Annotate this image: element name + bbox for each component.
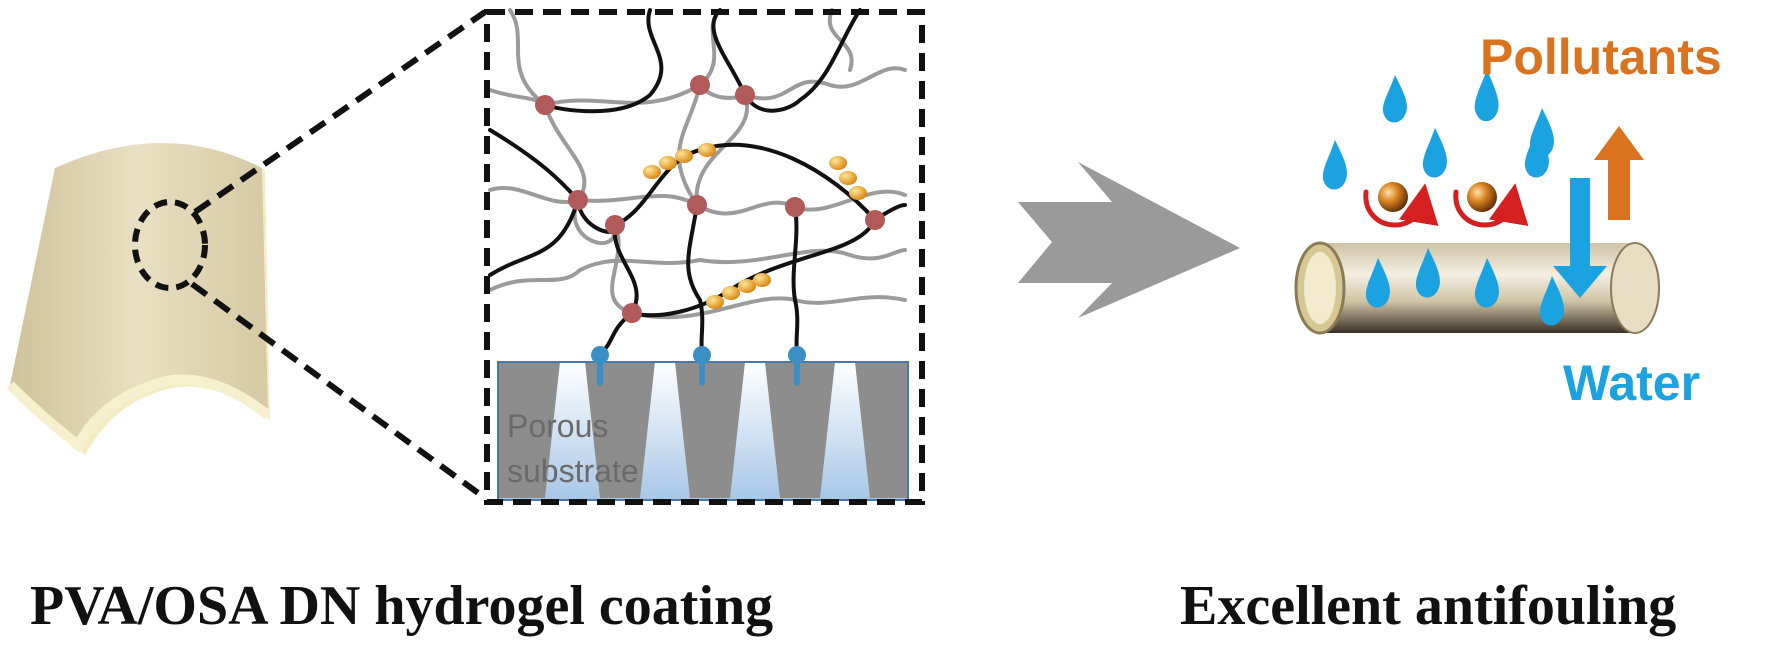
substrate-label-line1: Porous (507, 408, 609, 444)
zoom-panel-frame (484, 9, 925, 505)
crosslink-nodes (535, 75, 885, 323)
coated-membrane-sheet (6, 143, 272, 455)
substrate-label-line2: substrate (507, 453, 639, 489)
caption-antifouling: Excellent antifouling (1180, 575, 1677, 637)
water-label: Water (1563, 355, 1701, 411)
zoom-line-top (193, 9, 487, 215)
porous-substrate (497, 361, 909, 501)
zoom-line-bottom (190, 281, 487, 501)
pollutants-label: Pollutants (1480, 29, 1722, 85)
water-flow-arrow (1553, 178, 1607, 298)
repel-arrows (1363, 183, 1529, 228)
osa-bead-clusters (643, 143, 867, 309)
zoom-panel (484, 8, 925, 505)
water-droplets (1322, 70, 1564, 326)
zoom-circle (132, 199, 208, 291)
substrate-anchors (591, 346, 806, 386)
pollutants-release-arrow (1594, 126, 1644, 220)
caption-coating: PVA/OSA DN hydrogel coating (30, 575, 774, 637)
pollutant-particles (1378, 182, 1497, 212)
process-arrow (1018, 162, 1240, 318)
